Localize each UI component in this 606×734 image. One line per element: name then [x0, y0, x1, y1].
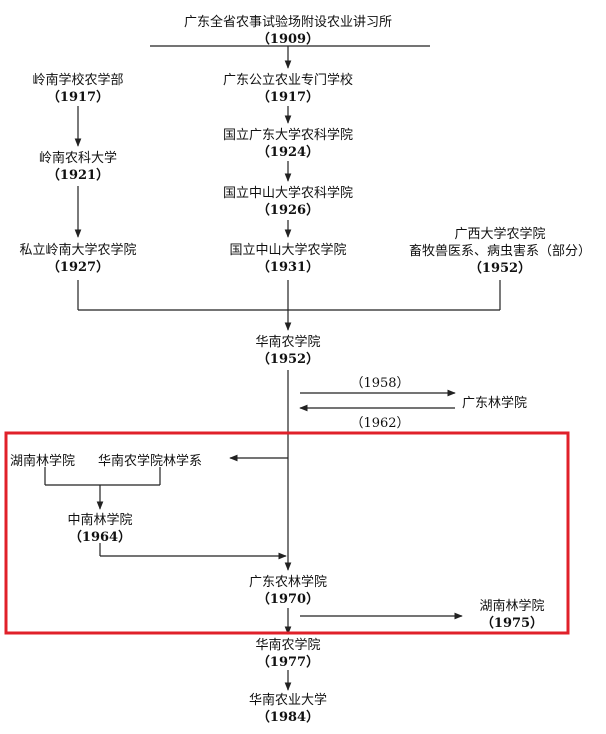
- node-1927-year: （1927）: [46, 260, 110, 275]
- node-1952-name: 华南农学院: [255, 335, 321, 350]
- node-guangxi-year: （1952）: [468, 261, 532, 276]
- node-1970-year: （1970）: [256, 592, 320, 607]
- node-1984-year: （1984）: [256, 710, 320, 725]
- node-guangxi-name: 广西大学农学院: [454, 227, 546, 242]
- node-1964: 中南林学院 （1964）: [67, 512, 132, 546]
- node-1931-name: 国立中山大学农学院: [229, 243, 347, 258]
- node-1975-year: （1975）: [480, 616, 544, 631]
- node-1931: 国立中山大学农学院 （1931）: [229, 242, 346, 276]
- node-hunan-forestry: 湖南林学院: [10, 454, 76, 469]
- node-1970-name: 广东农林学院: [248, 575, 328, 590]
- node-1927-name: 私立岭南大学农学院: [19, 243, 137, 258]
- label-1958: （1958）: [350, 376, 410, 391]
- node-guangdong-forestry: 广东林学院: [462, 396, 528, 411]
- node-1917b: 广东公立农业专门学校 （1917）: [223, 72, 353, 106]
- node-1977: 华南农学院 （1977）: [255, 637, 320, 671]
- node-scau-forestry-dept: 华南农学院林学系: [98, 454, 203, 469]
- node-1921: 岭南农科大学 （1921）: [39, 150, 117, 184]
- node-1909-year: （1909）: [256, 32, 320, 47]
- node-1931-year: （1931）: [256, 260, 320, 275]
- node-1926-name: 国立中山大学农科学院: [222, 186, 354, 201]
- node-1924-name: 国立广东大学农科学院: [222, 128, 354, 143]
- node-1909-name: 广东全省农事试验场附设农业讲习所: [183, 15, 393, 30]
- node-1926-year: （1926）: [256, 203, 320, 218]
- node-1917a: 岭南学校农学部 （1917）: [32, 72, 123, 106]
- node-1917b-name: 广东公立农业专门学校: [222, 73, 354, 88]
- node-1970: 广东农林学院 （1970）: [249, 574, 327, 608]
- node-1924-year: （1924）: [256, 145, 320, 160]
- node-1952-year: （1952）: [256, 352, 320, 367]
- node-1984-name: 华南农业大学: [248, 693, 328, 708]
- label-1962: （1962）: [350, 416, 410, 431]
- node-1924: 国立广东大学农科学院 （1924）: [223, 127, 353, 161]
- node-1921-name: 岭南农科大学: [38, 151, 118, 166]
- node-1975-name: 湖南林学院: [479, 599, 545, 614]
- node-1917a-year: （1917）: [46, 90, 110, 105]
- node-1984: 华南农业大学 （1984）: [249, 692, 327, 726]
- node-1977-year: （1977）: [256, 655, 320, 670]
- node-1927: 私立岭南大学农学院 （1927）: [19, 242, 136, 276]
- node-1917b-year: （1917）: [256, 90, 320, 105]
- node-1926: 国立中山大学农科学院 （1926）: [223, 185, 353, 219]
- node-1917a-name: 岭南学校农学部: [32, 73, 124, 88]
- node-1964-year: （1964）: [68, 530, 132, 545]
- node-1977-name: 华南农学院: [255, 638, 321, 653]
- highlight-box: [4, 431, 570, 635]
- node-1964-name: 中南林学院: [67, 513, 133, 528]
- node-guangxi-depts: 畜牧兽医系、病虫害系（部分）: [408, 244, 592, 259]
- node-1952: 华南农学院 （1952）: [255, 334, 320, 368]
- node-1921-year: （1921）: [46, 168, 110, 183]
- node-guangxi: 广西大学农学院 畜牧兽医系、病虫害系（部分） （1952）: [409, 226, 591, 277]
- node-1975: 湖南林学院 （1975）: [479, 598, 544, 632]
- node-1909: 广东全省农事试验场附设农业讲习所 （1909）: [184, 14, 392, 48]
